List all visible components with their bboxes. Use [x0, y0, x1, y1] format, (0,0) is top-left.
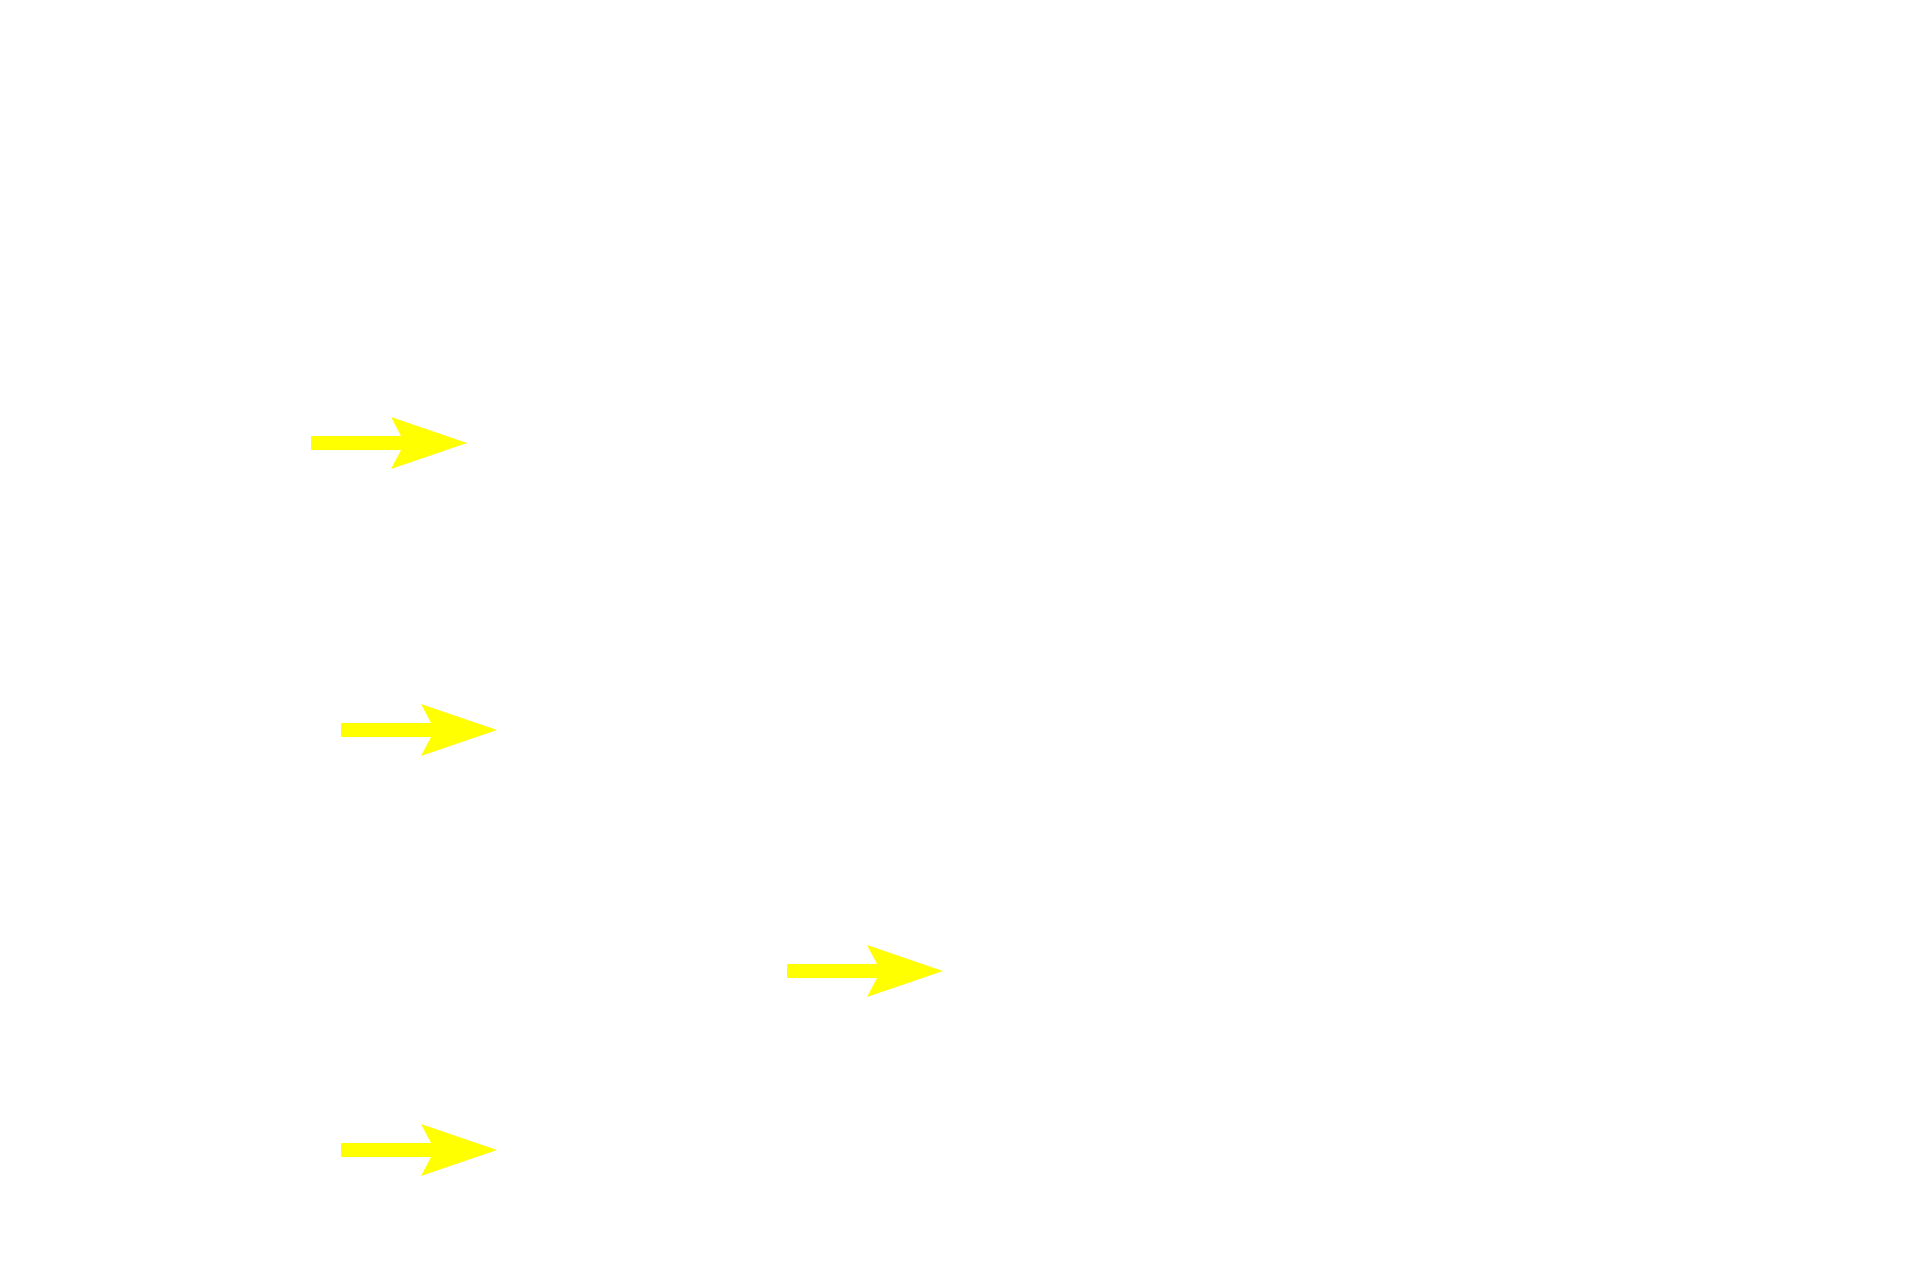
arrow-right-icon	[341, 704, 497, 756]
arrow-right-icon	[311, 417, 467, 469]
arrow-right-icon	[341, 1124, 497, 1176]
arrow-right-icon	[787, 945, 943, 997]
